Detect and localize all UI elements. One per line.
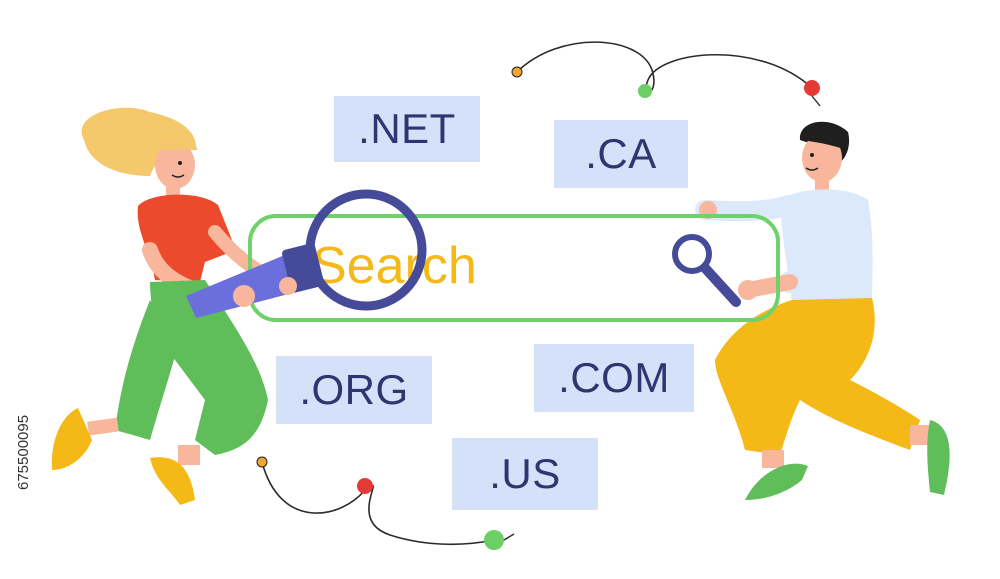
domain-tag-ca: .CA xyxy=(554,120,688,188)
dot-red-top xyxy=(804,80,820,96)
domain-tag-org: .ORG xyxy=(276,356,432,424)
stock-id-text: 675500095 xyxy=(15,415,32,490)
man-figure xyxy=(695,121,950,500)
dot-orange-top xyxy=(511,66,523,78)
decorative-curve-bottom xyxy=(261,461,495,546)
domain-tag-us: .US xyxy=(452,438,598,510)
stock-id-label: 675500095 xyxy=(15,415,32,490)
dot-green-top xyxy=(638,84,652,98)
domain-tag-com: .COM xyxy=(534,344,694,412)
search-bar-text: Search xyxy=(312,237,477,295)
dot-green-bottom xyxy=(484,530,504,550)
decorative-curve-top xyxy=(516,41,813,94)
dot-red-bottom xyxy=(357,478,373,494)
dot-orange-bottom xyxy=(256,456,268,468)
domain-tag-net: .NET xyxy=(334,96,480,162)
